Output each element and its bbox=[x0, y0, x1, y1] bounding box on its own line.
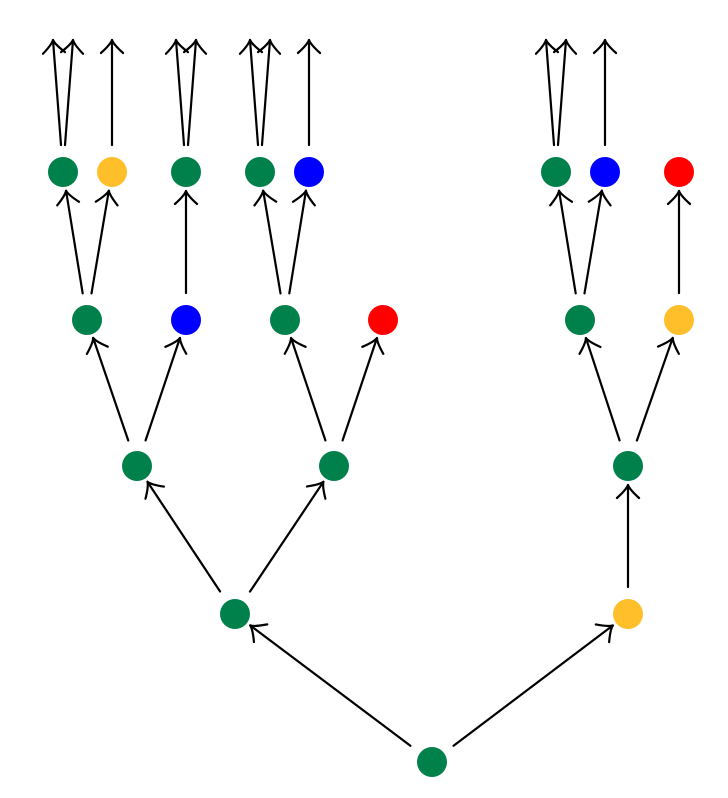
node-n3a-green bbox=[72, 305, 102, 335]
edge-n3a-n4a bbox=[56, 189, 84, 295]
node-root-green bbox=[417, 747, 447, 777]
node-n4e-blue bbox=[294, 157, 324, 187]
edge-n1a-n2a bbox=[144, 480, 222, 593]
node-n3b-blue bbox=[171, 305, 201, 335]
open-branch-n4c-a bbox=[164, 38, 190, 147]
open-branch-n4a-a bbox=[41, 38, 67, 147]
edge-n2b-n3d bbox=[341, 336, 385, 442]
edge-n2c-n3f bbox=[635, 336, 680, 442]
node-n4d-green bbox=[245, 157, 275, 187]
node-n4a-green bbox=[48, 157, 78, 187]
node-n3e-green bbox=[565, 305, 595, 335]
open-branch-n4f-b bbox=[552, 38, 578, 147]
edge-n3e-n4g bbox=[583, 189, 612, 295]
node-n2c-green bbox=[613, 451, 643, 481]
node-n3c-green bbox=[270, 305, 300, 335]
edge-n3b-n4c bbox=[173, 189, 199, 295]
tree-edges bbox=[41, 38, 692, 747]
edge-n3f-n4h bbox=[666, 189, 692, 295]
tree-nodes bbox=[48, 157, 694, 777]
open-branch-n4b bbox=[99, 38, 125, 147]
node-n4h-red bbox=[664, 157, 694, 187]
node-n3f-gold bbox=[664, 305, 694, 335]
node-n1a-green bbox=[220, 599, 250, 629]
open-branch-n4d-a bbox=[238, 38, 264, 147]
edge-root-n1a bbox=[249, 623, 412, 747]
node-n4b-gold bbox=[97, 157, 127, 187]
edge-n1b-n2c bbox=[615, 483, 641, 589]
edge-n3c-n4d bbox=[253, 189, 282, 295]
node-n2a-green bbox=[122, 451, 152, 481]
edge-n3a-n4b bbox=[90, 189, 119, 295]
node-n3d-red bbox=[368, 305, 398, 335]
node-n4c-green bbox=[171, 157, 201, 187]
edge-root-n1b bbox=[452, 623, 614, 747]
open-branch-n4e bbox=[296, 38, 322, 147]
open-branch-n4f-a bbox=[534, 38, 560, 147]
edge-n3c-n4e bbox=[288, 189, 316, 295]
open-branch-n4c-b bbox=[182, 38, 208, 147]
node-n4g-blue bbox=[590, 157, 620, 187]
edge-n3e-n4f bbox=[549, 189, 577, 295]
edge-n2a-n3a bbox=[85, 336, 130, 442]
node-n1b-gold bbox=[613, 599, 643, 629]
edge-n2b-n3c bbox=[283, 336, 327, 442]
open-branch-n4a-b bbox=[59, 38, 85, 147]
open-branch-n4d-b bbox=[256, 38, 282, 147]
node-n4f-green bbox=[541, 157, 571, 187]
node-n2b-green bbox=[319, 451, 349, 481]
edge-n2c-n3e bbox=[578, 336, 621, 442]
open-branch-n4g bbox=[592, 38, 618, 147]
edge-n2a-n3b bbox=[144, 336, 188, 442]
edge-n1a-n2b bbox=[248, 480, 327, 593]
